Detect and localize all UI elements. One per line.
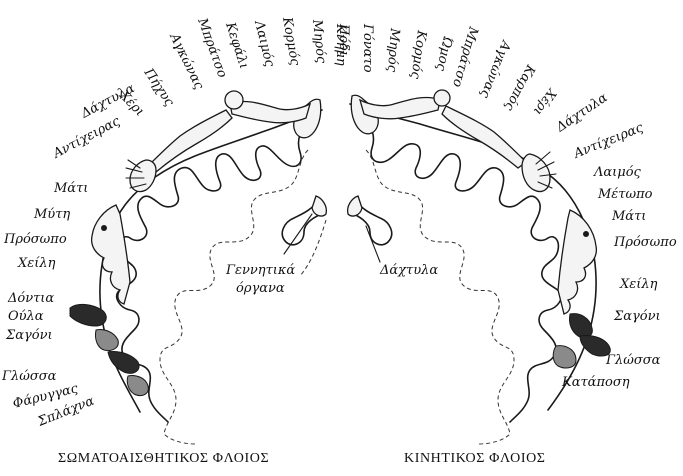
left-homunculus-torso [229,100,312,124]
left-label-jaw: Σαγόνι [5,328,53,343]
right-foot [346,195,363,217]
right-cortex-section [346,89,611,445]
left-jaw [95,329,119,351]
left-label-neck: Λαιμός [251,18,277,69]
right-label-fingers: Δάχτυλα [553,90,611,136]
right-label-face: Πρόσωπο [613,235,677,250]
left-label-elbow: Αγκώνας [166,30,207,92]
right-hand-fingers [535,151,557,189]
right-homunculus-arm [441,105,527,169]
left-label-eye: Μάτι [53,181,88,196]
left-pharynx [126,375,149,397]
right-label-shoulder: Ώμος [433,35,455,73]
left-inner-fold [281,199,327,246]
right-label-arm: Μπράτσο [449,24,481,89]
right-homunculus-hand [521,153,551,193]
right-label-elbow: Αγκώνας [476,38,513,101]
left-title: ΣΩΜΑΤΟΑΙΣΘΗΤΙΚΟΣ ΦΛΟΙΟΣ [58,451,269,466]
left-label-lips: Χείλη [17,256,56,271]
left-face [90,204,131,305]
left-homunculus-hand [129,159,157,193]
left-tongue [107,351,140,374]
left-face-eye [101,225,107,231]
left-teeth-gums [69,303,107,327]
right-label-neck: Λαιμός [593,165,642,180]
left-label-genitals-1: Γεννητικά [225,263,295,278]
left-label-trunk: Κορμός [279,15,303,67]
right-label-shin: Κνήμη [333,23,348,66]
right-label-fingers-callout: Δάχτυλα [379,263,438,278]
right-label-hand: Χέρι [530,85,560,118]
left-white-matter-2 [299,219,327,277]
right-label-brow: Μέτωπο [597,187,653,202]
right-label-eye: Μάτι [611,209,646,224]
right-callout-line [365,225,381,263]
right-title: ΚΙΝΗΤΙΚΟΣ ΦΛΟΙΟΣ [404,451,546,466]
right-face-eye [583,231,589,237]
left-label-face: Πρόσωπο [3,232,67,247]
right-homunculus-head [433,89,451,107]
left-homunculus-leg [293,98,322,139]
right-inner-fold [349,199,393,246]
right-label-trunk: Κορμός [407,28,429,80]
right-label-jaw: Σαγόνι [613,309,661,324]
left-white-matter [159,149,309,445]
right-label-thumb: Αντίχειρας [571,120,646,162]
right-homunculus-torso [358,96,441,120]
right-gyri [359,117,563,423]
left-label-thigh: Μηρός [309,18,329,65]
right-label-knee: Γόνατο [360,23,375,73]
right-label-tongue: Γλώσσα [605,353,661,368]
right-jaw [569,313,593,339]
left-foot [311,195,328,217]
left-label-tongue: Γλώσσα [1,369,57,384]
left-label-teeth: Δόντια [7,291,54,306]
left-label-forearm: Πήχυς [140,65,177,110]
left-callout-line [283,213,313,255]
right-white-matter [365,149,515,445]
right-label-thigh: Μηρός [384,27,402,74]
left-label-foot: Πόδι [336,23,351,56]
right-face [557,209,598,315]
left-homunculus-arm [147,109,233,173]
left-label-nose: Μύτη [33,207,70,222]
left-gyri [115,121,313,423]
left-label-gums: Ούλα [8,309,44,324]
left-cortex-section [69,90,328,445]
right-tongue [579,335,611,357]
left-label-genitals-2: όργανα [236,281,285,296]
left-homunculus-head [224,90,244,110]
right-throat [552,345,577,369]
left-hand-fingers [125,159,147,189]
right-label-swallowing: Κατάποση [561,375,630,390]
right-label-lips: Χείλη [619,277,658,292]
